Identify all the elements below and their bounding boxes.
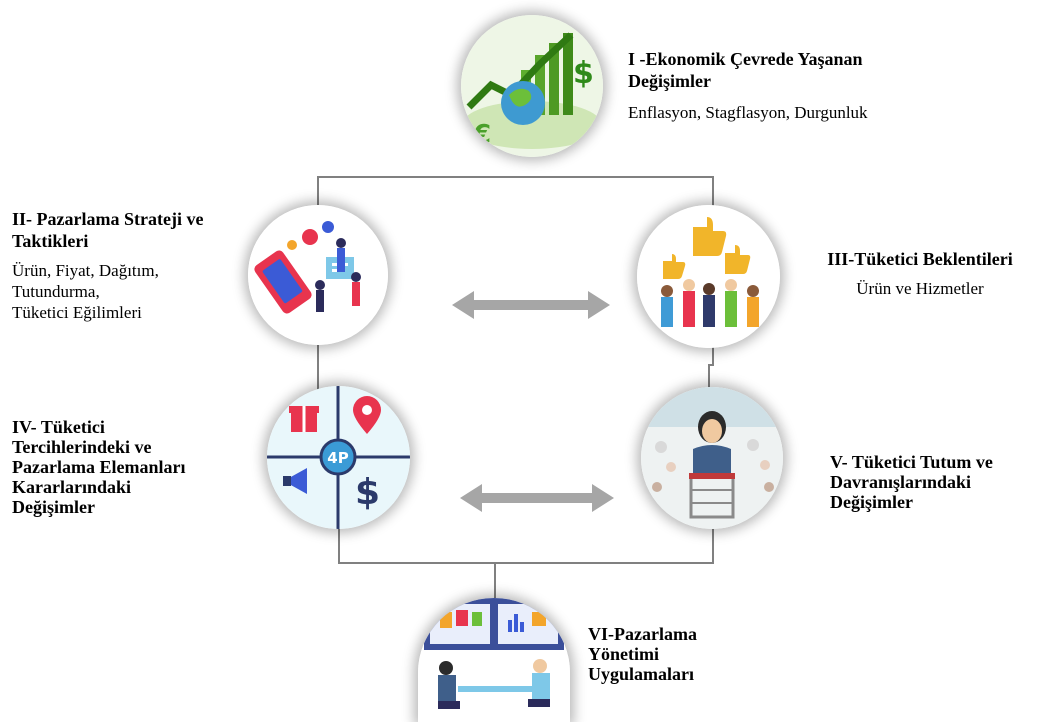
4p-badge: 4P (327, 449, 348, 467)
svg-text:$: $ (355, 472, 380, 513)
shopping-woman-icon (641, 387, 783, 529)
node-4-title-line4: Kararlarındaki (12, 477, 132, 497)
node-2-title-line1: II- Pazarlama Strateji ve (12, 209, 204, 229)
node-6-title-line1: VI-Pazarlama (588, 624, 697, 644)
economy-globe-icon: $ € (461, 15, 603, 157)
node-4-title-line5: Değişimler (12, 497, 95, 517)
node-6-title-line2: Yönetimi (588, 644, 659, 664)
4p-marketing-mix-icon: $ 4P (267, 386, 410, 529)
node-3-title: III-Tüketici Beklentileri (827, 249, 1013, 269)
node-1-title-line2: Değişimler (628, 71, 711, 91)
digital-marketing-icon (248, 205, 388, 345)
connector-bottom (338, 525, 714, 564)
double-arrow-top (452, 291, 610, 319)
svg-text:$: $ (573, 56, 594, 91)
node-4-title-line1: IV- Tüketici (12, 417, 105, 437)
node-4-title-line2: Tercihlerindeki ve (12, 437, 152, 457)
node-2-sub-line3: Tüketici Eğilimleri (12, 303, 142, 322)
node-5-title-line2: Davranışlarındaki (830, 472, 972, 492)
node-1-title-line1: I -Ekonomik Çevrede Yaşanan (628, 49, 863, 69)
node-2-sub-line1: Ürün, Fiyat, Dağıtım, (12, 261, 159, 280)
node-marketing-strategy: II- Pazarlama Strateji ve Taktikleri Ürü… (12, 208, 252, 323)
node-5-title-line1: V- Tüketici Tutum ve (830, 452, 993, 472)
node-consumer-expectations: III-Tüketici Beklentileri Ürün ve Hizmet… (805, 248, 1035, 299)
node-2-sub-line2: Tutundurma, (12, 282, 100, 301)
thumbs-up-crowd-icon (637, 205, 780, 348)
node-consumer-attitudes: V- Tüketici Tutum ve Davranışlarındaki D… (830, 452, 1035, 512)
node-5-title-line3: Değişimler (830, 492, 913, 512)
node-4-title-line3: Pazarlama Elemanları (12, 457, 186, 477)
node-6-title-line3: Uygulamaları (588, 664, 694, 684)
node-3-subtitle: Ürün ve Hizmetler (856, 279, 984, 298)
node-1-subtitle: Enflasyon, Stagflasyon, Durgunluk (628, 103, 868, 122)
node-2-title-line2: Taktikleri (12, 231, 89, 251)
marketing-team-icon (418, 598, 570, 722)
node-marketing-management: VI-Pazarlama Yönetimi Uygulamaları (588, 624, 788, 684)
node-economic-changes: I -Ekonomik Çevrede Yaşanan Değişimler E… (628, 48, 1028, 123)
node-consumer-preferences: IV- Tüketici Tercihlerindeki ve Pazarlam… (12, 417, 262, 517)
double-arrow-bottom (460, 484, 614, 512)
